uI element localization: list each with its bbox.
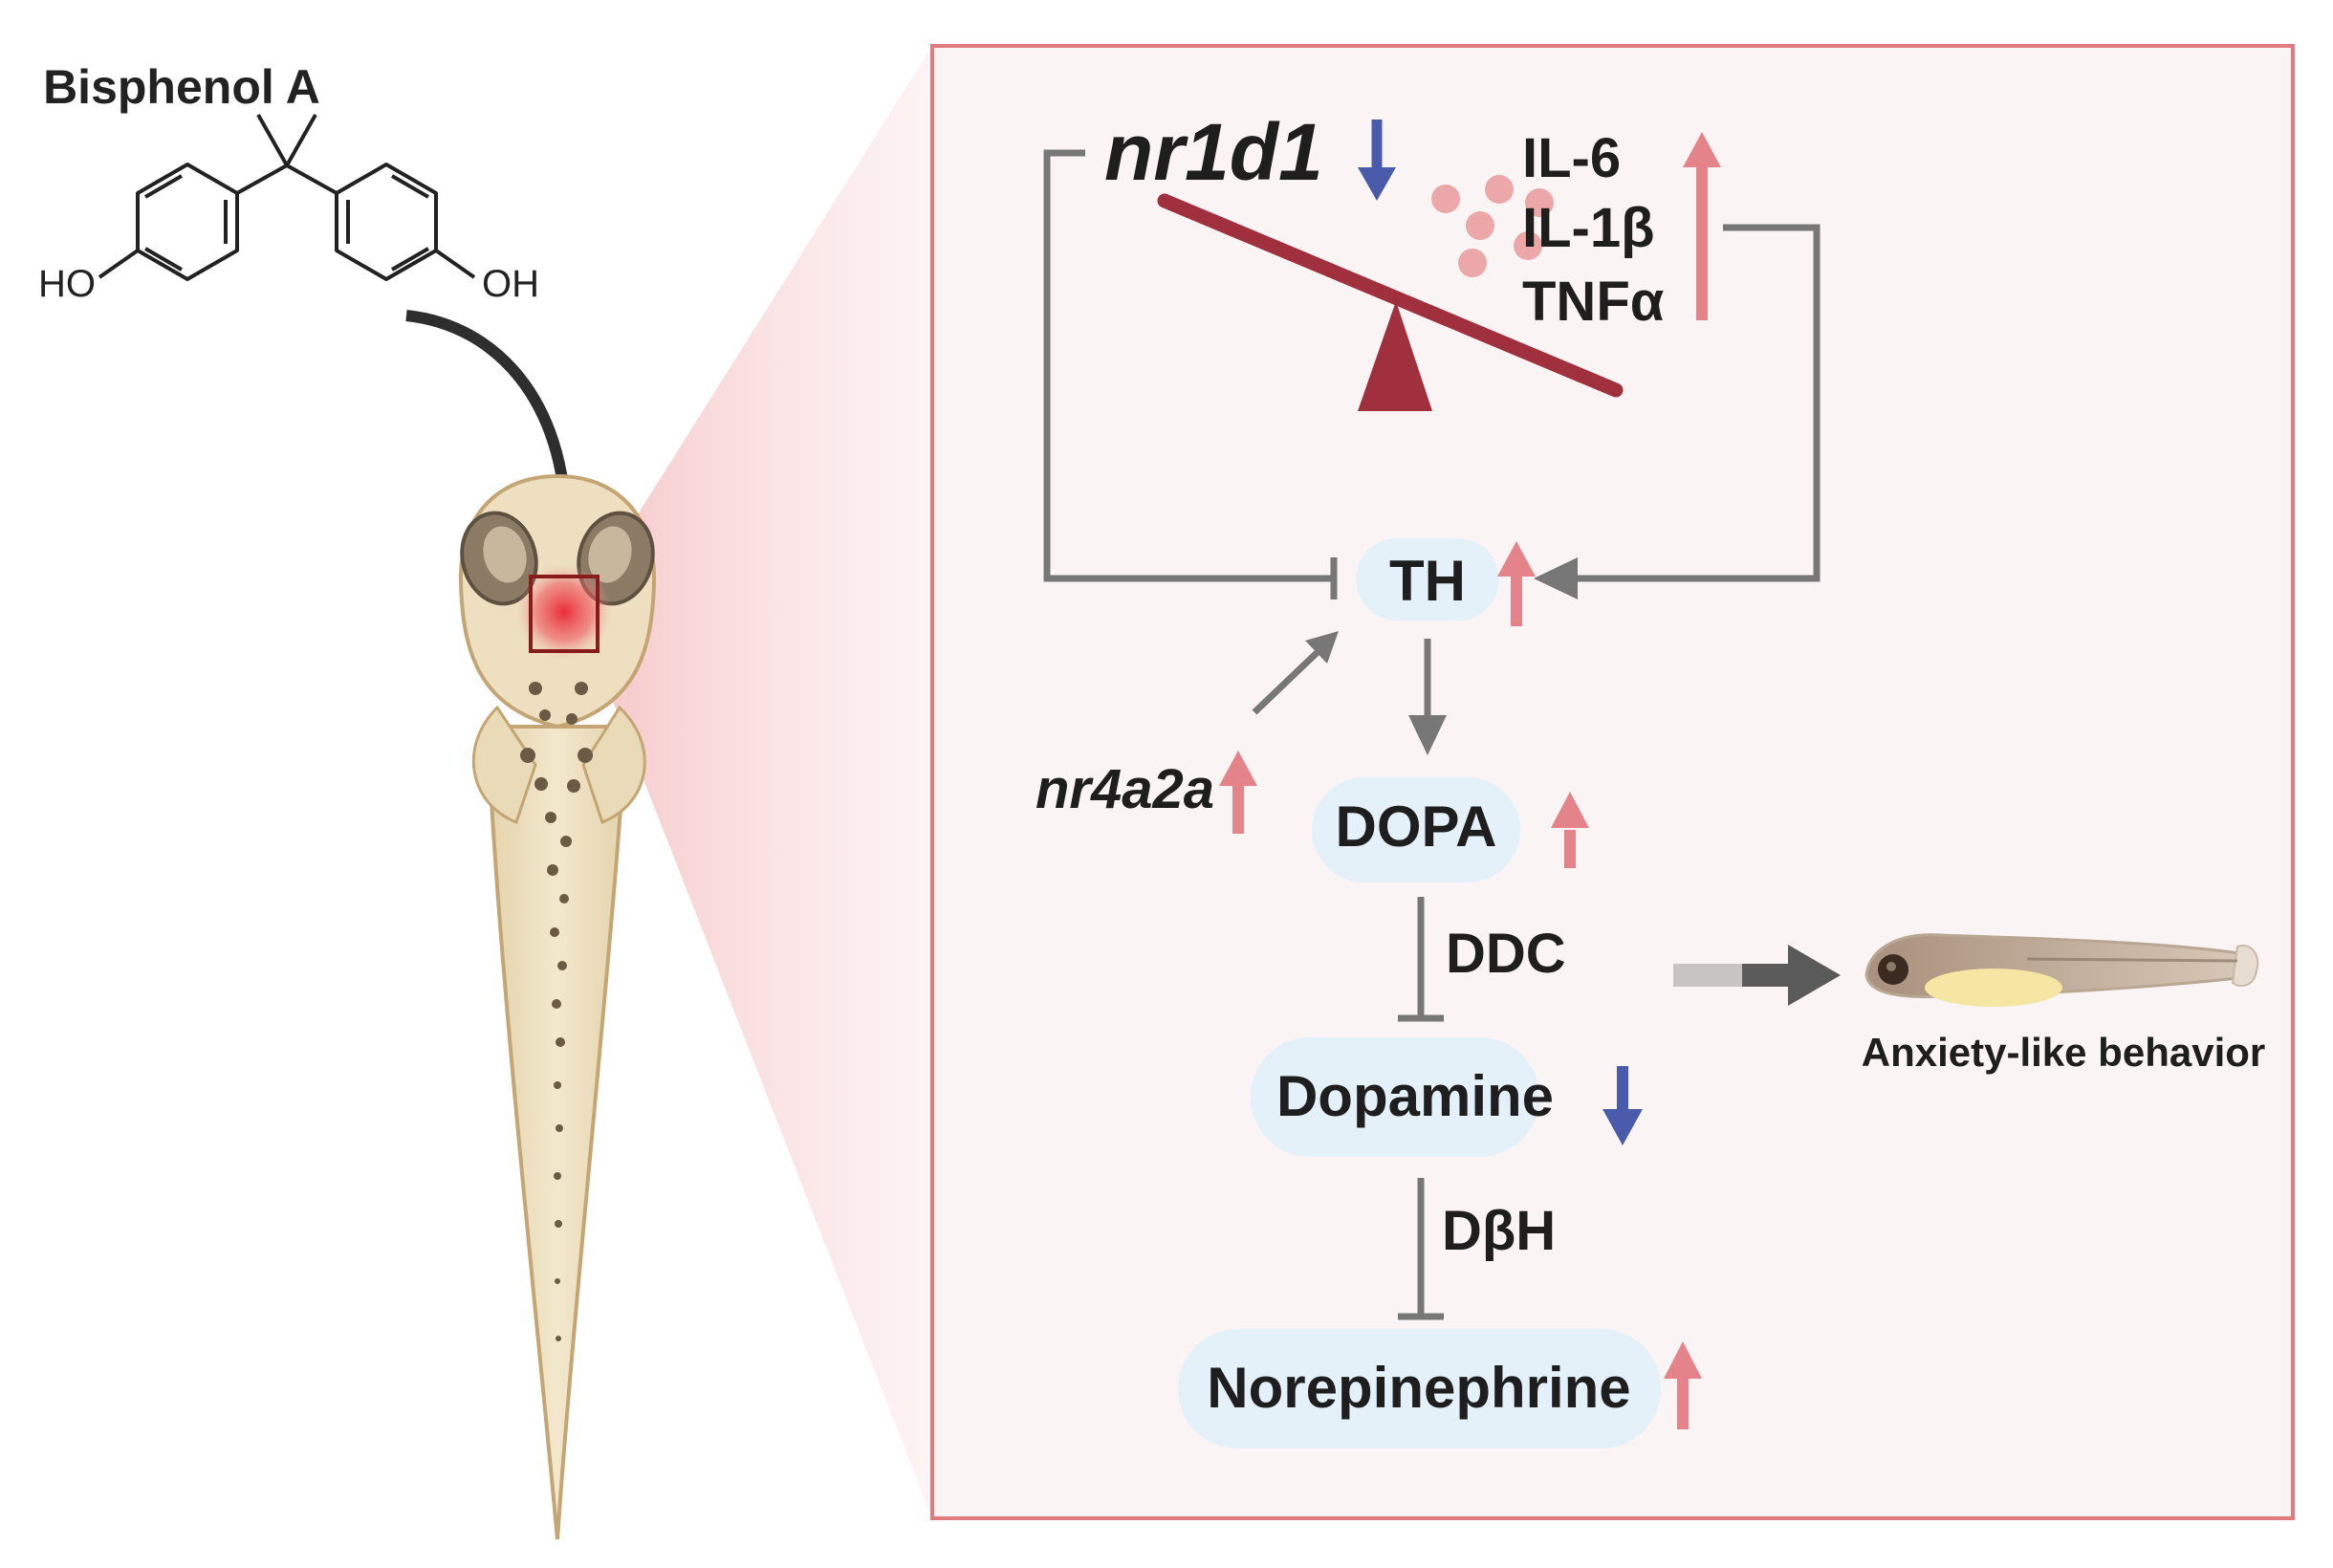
pathway-panel — [930, 44, 2295, 1520]
norepinephrine-label: Norepinephrine — [1207, 1356, 1630, 1420]
dopamine-down-arrow — [1603, 1066, 1643, 1145]
brain-highlight — [516, 564, 612, 660]
hydroxyl-right: OH — [482, 263, 539, 305]
th-label: TH — [1389, 549, 1466, 613]
outcome-label: Anxiety-like behavior — [1862, 1030, 2265, 1075]
cytokine-tnfa: TNFα — [1522, 271, 1665, 333]
dopa-up-arrow — [1551, 792, 1589, 868]
brain-region-box — [529, 575, 600, 653]
hydroxyl-left: HO — [38, 263, 96, 305]
ddc-step — [1398, 897, 1444, 1022]
nr4a2a-up-arrow — [1219, 751, 1257, 834]
seesaw — [1157, 193, 1624, 411]
feedback-lines — [1043, 149, 1821, 599]
norepinephrine-node — [1178, 1329, 1661, 1448]
bisphenol-a-structure: Bisphenol A HO OH — [38, 60, 539, 305]
nr4a2a-label: nr4a2a — [1036, 758, 1214, 820]
outcome-arrow — [1673, 945, 1841, 1006]
dopamine-label: Dopamine — [1276, 1064, 1554, 1128]
nr1d1-label: nr1d1 — [1104, 107, 1323, 197]
zoom-cone — [600, 46, 932, 1518]
dopamine-node — [1251, 1037, 1539, 1157]
nr1d1-down-arrow — [1358, 120, 1396, 201]
compound-name: Bisphenol A — [43, 60, 320, 114]
cytokines-up-arrow — [1683, 132, 1721, 320]
dopa-label: DOPA — [1336, 795, 1497, 859]
th-to-dopa-arrow — [1408, 639, 1447, 755]
th-up-arrow — [1497, 541, 1536, 626]
norepinephrine-up-arrow — [1664, 1341, 1702, 1429]
cytokine-il1b: IL-1β — [1522, 197, 1655, 259]
nr4a2a-to-th-arrow — [1252, 631, 1339, 715]
yolk-sac — [1925, 969, 2062, 1007]
cytokine-particles — [1431, 175, 1554, 277]
cytokine-il6: IL-6 — [1522, 127, 1621, 189]
zebrafish-larva — [458, 473, 657, 1540]
dbh-label: DβH — [1442, 1200, 1556, 1262]
ddc-label: DDC — [1446, 923, 1566, 985]
dopa-node — [1312, 777, 1520, 882]
dbh-step — [1398, 1178, 1444, 1320]
larva-side-view — [1864, 933, 2259, 1007]
cytokine-to-th-arrowhead — [1534, 557, 1578, 599]
th-node — [1356, 538, 1499, 621]
